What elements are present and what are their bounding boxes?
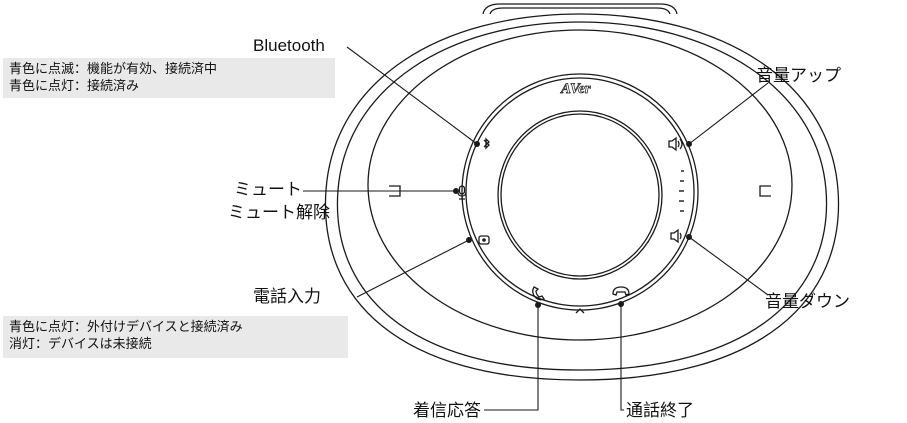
volume-down-leader-dot: [686, 234, 692, 240]
mute-leader-dot: [453, 188, 459, 194]
volume-down-leader: [688, 236, 769, 296]
volume-led-indicator: [679, 170, 684, 212]
bluetooth-note-line-1: 青色に点滅：機能が有効、接続済中: [9, 62, 218, 77]
volume-up-icon[interactable]: [668, 136, 683, 152]
line-in-leader: [356, 239, 470, 298]
device-top-handle-inner: [489, 7, 671, 15]
line-in-note-line-1: 青色に点灯：外付けデバイスと接続済み: [9, 320, 243, 335]
volume-up-leader: [688, 82, 769, 145]
line-in-status-note: 青色に点灯：外付けデバイスと接続済み 消灯：デバイスは未接続: [3, 316, 348, 358]
unmute-label: ミュート解除: [228, 203, 330, 223]
line-in-label: 電話入力: [253, 287, 321, 307]
mute-label: ミュート: [234, 180, 302, 200]
end-call-label: 通話終了: [626, 401, 694, 421]
answer-leader: [484, 305, 539, 411]
answer-leader-dot: [535, 302, 541, 308]
line-in-leader-dot: [466, 237, 472, 243]
volume-down-label: 音量ダウン: [765, 292, 850, 312]
bluetooth-status-note: 青色に点滅：機能が有効、接続済中 青色に点灯：接続済み: [3, 58, 335, 98]
line-in-icon[interactable]: [478, 235, 490, 245]
microphone-icon[interactable]: [457, 185, 467, 200]
bluetooth-icon[interactable]: [483, 137, 490, 150]
device-outer-body: [324, 13, 840, 381]
device-outer-ring: [336, 21, 828, 371]
device-center-grille: [497, 110, 663, 280]
end-call-leader-dot: [618, 301, 624, 307]
volume-down-icon[interactable]: [670, 228, 682, 244]
phone-answer-icon[interactable]: [532, 286, 545, 301]
device-control-ring-inner: [465, 77, 695, 307]
bluetooth-leader-dot: [474, 141, 480, 147]
device-top-handle: [482, 3, 678, 15]
volume-up-leader-dot: [686, 141, 692, 147]
volume-up-label: 音量アップ: [756, 66, 841, 86]
device-center-grille-inner: [500, 113, 660, 277]
end-call-leader: [620, 304, 624, 411]
device-mid-ring: [367, 29, 793, 341]
phone-hangup-icon[interactable]: [612, 286, 630, 296]
answer-call-label: 着信応答: [413, 401, 481, 421]
aver-logo: AVer: [560, 81, 591, 97]
bluetooth-label: Bluetooth: [253, 36, 325, 55]
device-control-ring: [461, 73, 699, 311]
bluetooth-leader: [346, 46, 478, 145]
bluetooth-note-line-2: 青色に点灯：接続済み: [9, 79, 140, 94]
right-side-port: [759, 185, 771, 197]
line-in-note-line-2: 消灯：デバイスは未接続: [9, 337, 152, 352]
bottom-mark: [575, 308, 585, 314]
